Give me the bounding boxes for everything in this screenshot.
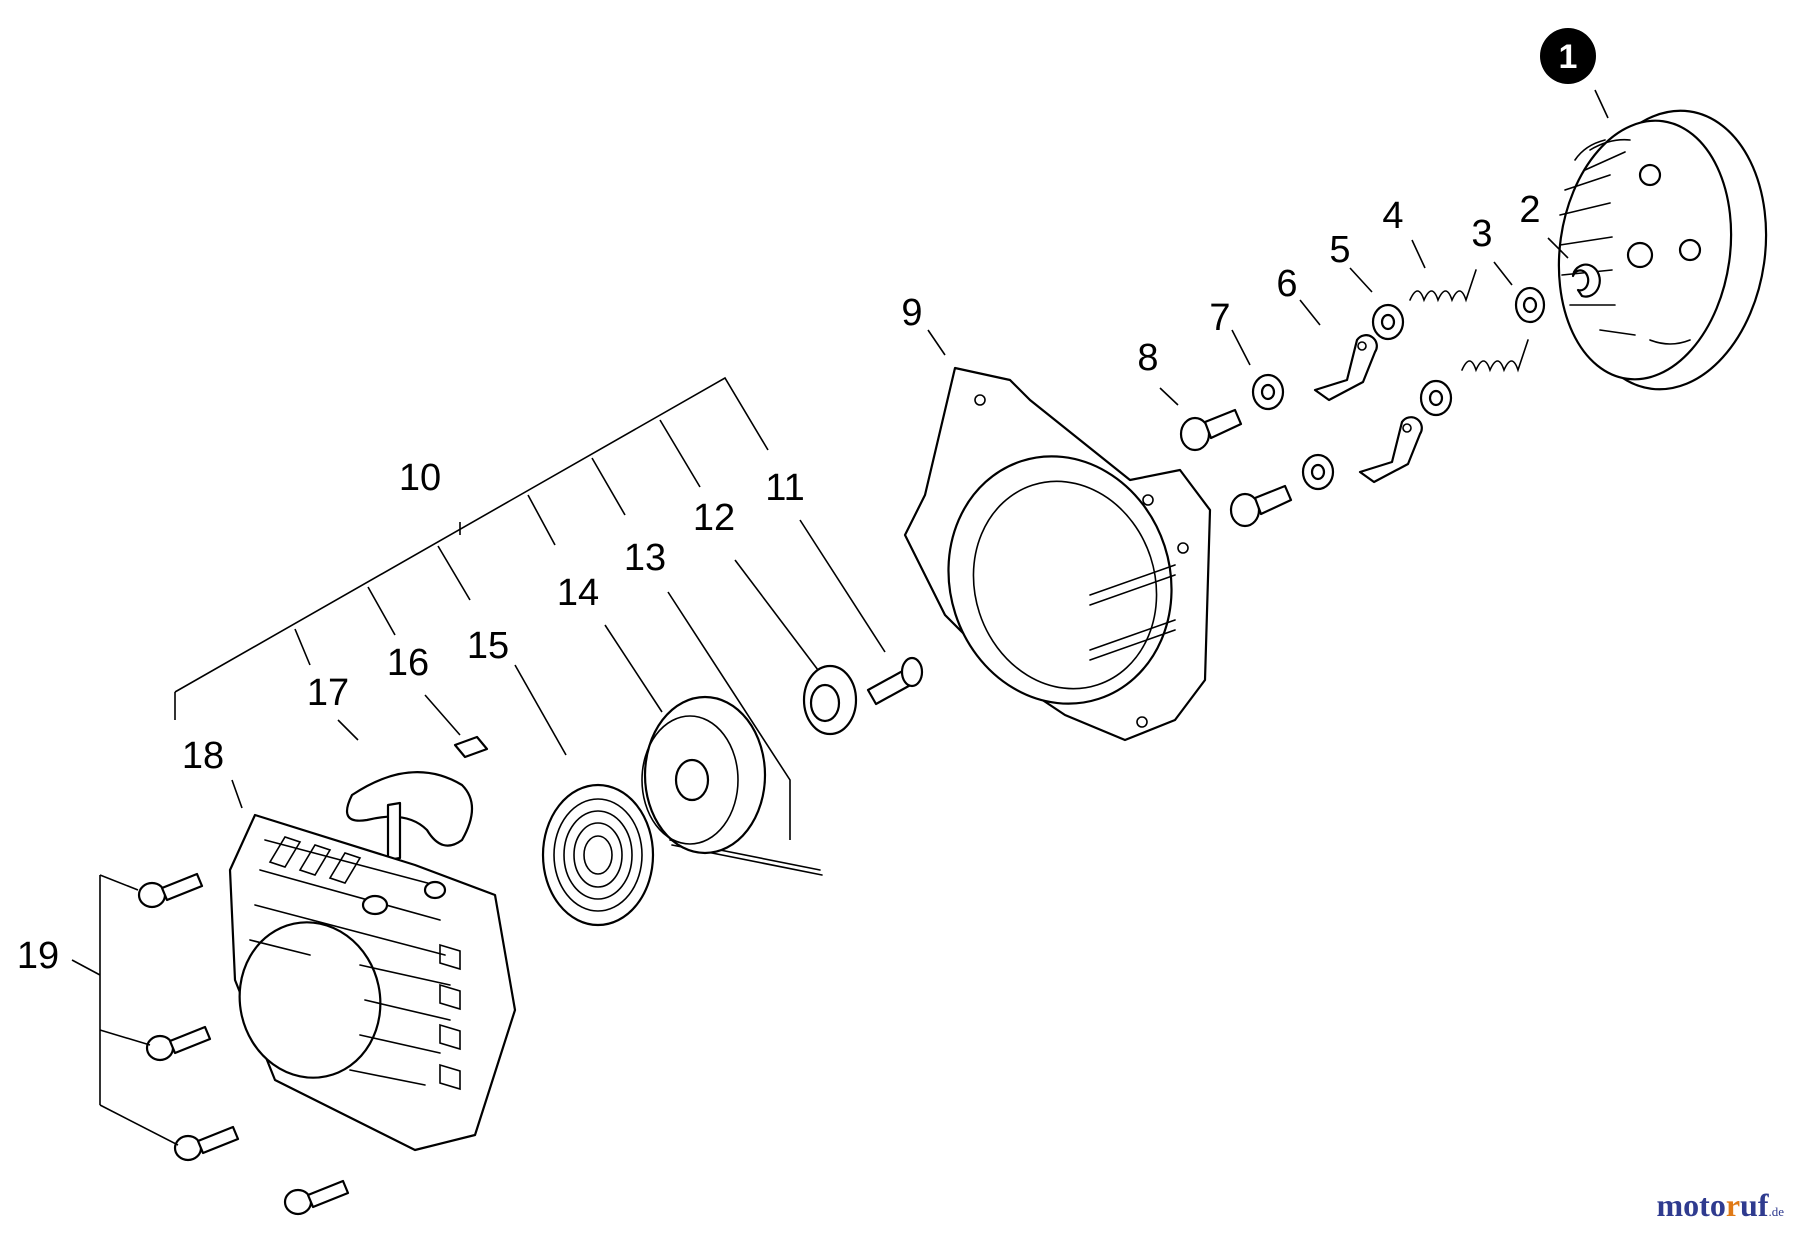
watermark-logo: motoruf.de [1657,1187,1785,1224]
leader-lines [71,89,1609,1146]
washer-lower [1419,379,1453,417]
washer-7-lower [1301,453,1335,491]
washer-7-upper [1251,373,1285,411]
screw-1 [137,872,204,909]
callout-6: 6 [1276,263,1297,305]
callout-16: 16 [387,642,429,684]
starter-cover [228,813,517,1152]
screw-4 [283,1179,350,1216]
callout-14: 14 [557,572,599,614]
screw-2 [145,1025,212,1062]
recoil-spring [541,783,655,927]
callout-12: 12 [693,497,735,539]
callout-labels: 2 3 4 5 6 7 8 9 10 11 12 13 14 15 16 17 … [17,189,1541,977]
callout-18: 18 [182,735,224,777]
starter-pulley [641,695,767,855]
callout-8: 8 [1137,337,1158,379]
callout-1-label: 1 [1559,38,1578,76]
bolt-8-lower [1229,484,1293,528]
callout-5: 5 [1329,229,1350,271]
spring-upper [1409,269,1477,303]
watermark-part-c: uf [1740,1187,1769,1223]
callout-4: 4 [1382,195,1403,237]
washer-upper [1371,303,1405,341]
screw-3 [173,1125,240,1162]
callout-17: 17 [307,672,349,714]
bolt-8-upper [1179,408,1243,452]
flywheel [1557,109,1768,391]
callout-15: 15 [467,625,509,667]
callout-7: 7 [1209,297,1230,339]
pawl-lower [1358,416,1423,484]
starter-screw [866,656,924,706]
callout-3: 3 [1471,213,1492,255]
pawl-upper [1313,334,1378,402]
starter-handle [345,771,473,862]
callout-13: 13 [624,537,666,579]
callout-9: 9 [901,292,922,334]
callout-19: 19 [17,935,59,977]
watermark-part-a: moto [1656,1187,1726,1223]
starter-pulley-hub [802,664,858,736]
circlip [1571,263,1601,298]
watermark-tld: .de [1768,1204,1784,1219]
callout-11: 11 [765,467,804,509]
fan-housing [903,366,1212,742]
nut [1514,286,1546,324]
callout-2: 2 [1519,189,1540,231]
callout-1: 1 [1540,28,1596,84]
watermark-part-b: r [1725,1187,1741,1223]
starter-plate [453,735,489,759]
callout-10: 10 [399,457,441,499]
spring-lower [1461,339,1529,373]
